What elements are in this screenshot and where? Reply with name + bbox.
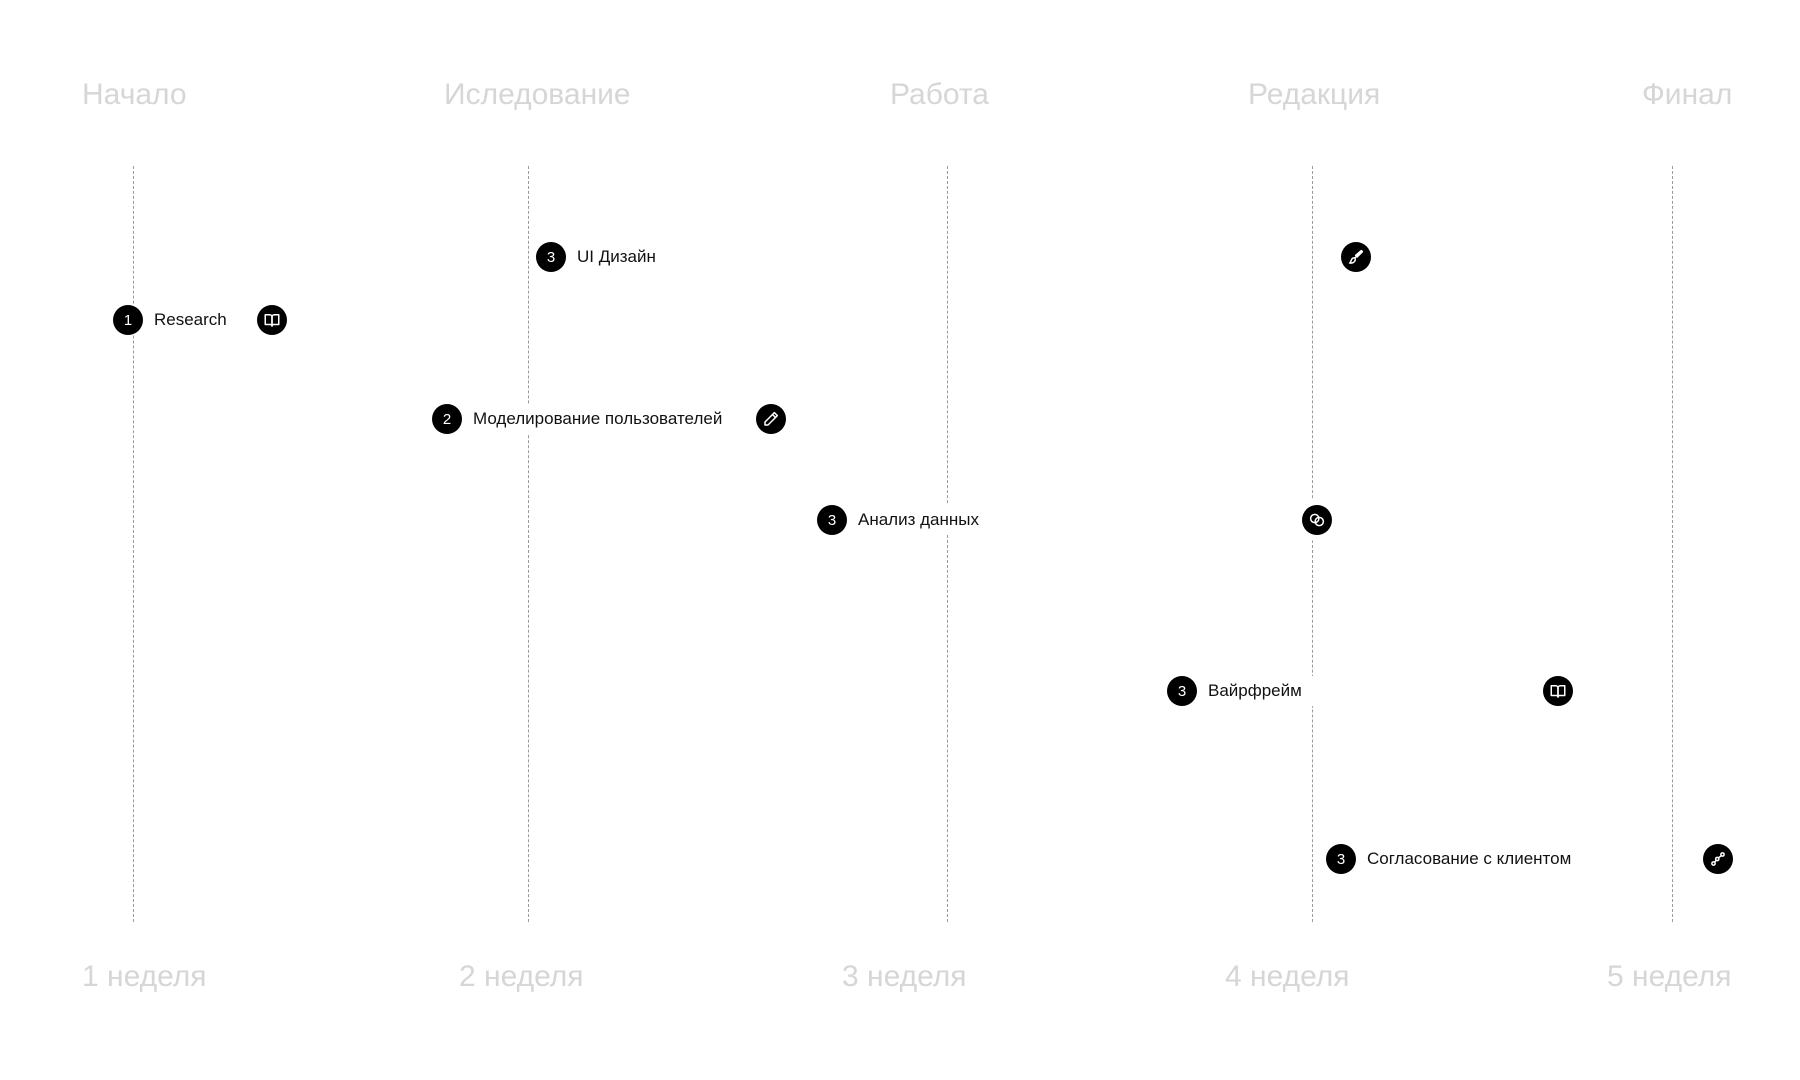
brush-icon[interactable] bbox=[1341, 242, 1371, 272]
route-icon[interactable] bbox=[1703, 844, 1733, 874]
task-wireframe[interactable]: 3 Вайрфрейм bbox=[1167, 676, 1314, 706]
venn-icon[interactable] bbox=[1302, 505, 1332, 535]
task-label: Моделирование пользователей bbox=[473, 409, 723, 428]
gridline-week-3 bbox=[947, 166, 948, 922]
phase-label-work: Работа bbox=[890, 78, 989, 111]
week-label-1: 1 неделя bbox=[82, 960, 207, 993]
book-icon[interactable] bbox=[1543, 676, 1573, 706]
task-number-badge: 1 bbox=[113, 305, 143, 335]
task-research[interactable]: 1 Research bbox=[113, 305, 239, 335]
task-number-badge: 3 bbox=[536, 242, 566, 272]
task-label: Вайрфрейм bbox=[1208, 681, 1302, 700]
task-label: Согласование с клиентом bbox=[1367, 849, 1572, 868]
task-client-approval[interactable]: 3 Согласование с клиентом bbox=[1326, 844, 1584, 874]
pencil-icon[interactable] bbox=[756, 404, 786, 434]
task-label: UI Дизайн bbox=[577, 247, 656, 266]
task-label: Research bbox=[154, 310, 227, 329]
week-label-3: 3 неделя bbox=[842, 960, 967, 993]
book-icon[interactable] bbox=[257, 305, 287, 335]
gridline-week-5 bbox=[1672, 166, 1673, 922]
phase-label-research: Иследование bbox=[444, 78, 631, 111]
week-label-5: 5 неделя bbox=[1607, 960, 1732, 993]
task-number-badge: 3 bbox=[1167, 676, 1197, 706]
task-number-badge: 3 bbox=[1326, 844, 1356, 874]
week-label-2: 2 неделя bbox=[459, 960, 584, 993]
task-number-badge: 2 bbox=[432, 404, 462, 434]
phase-label-editing: Редакция bbox=[1248, 78, 1381, 111]
task-label: Анализ данных bbox=[858, 510, 979, 529]
phase-label-start: Начало bbox=[82, 78, 187, 111]
task-ui-design[interactable]: 3 UI Дизайн bbox=[536, 242, 668, 272]
gridline-week-1 bbox=[133, 166, 134, 922]
phase-label-final: Финал bbox=[1642, 78, 1733, 111]
task-data-analysis[interactable]: 3 Анализ данных bbox=[817, 505, 991, 535]
gridline-week-2 bbox=[528, 166, 529, 922]
task-user-modeling[interactable]: 2 Моделирование пользователей bbox=[432, 404, 735, 434]
week-label-4: 4 неделя bbox=[1225, 960, 1350, 993]
task-number-badge: 3 bbox=[817, 505, 847, 535]
gridline-week-4 bbox=[1312, 166, 1313, 922]
